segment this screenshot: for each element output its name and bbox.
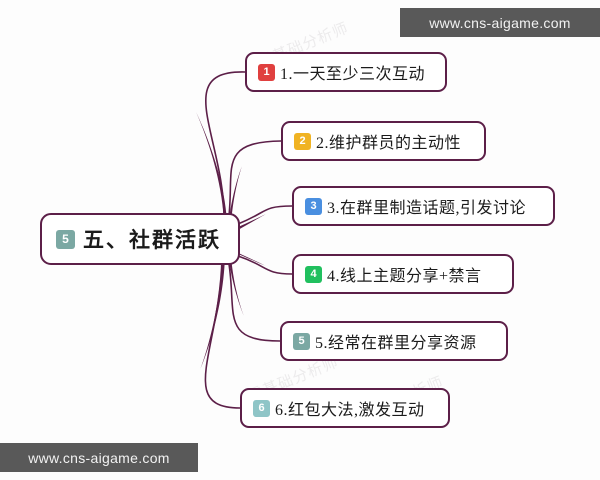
branch-badge-2: 2	[294, 132, 311, 150]
mindmap-branch-node-1[interactable]: 1 1.一天至少三次互动	[245, 52, 447, 92]
branch-label-2: 2.维护群员的主动性	[316, 135, 462, 152]
watermark-banner-bottom-left: www.cns-aigame.com	[0, 443, 198, 472]
mindmap-root-node[interactable]: 5 五、社群活跃	[40, 213, 240, 265]
root-label: 五、社群活跃	[83, 228, 221, 252]
root-badge: 5	[56, 229, 75, 249]
connector-branch-5-taper	[228, 254, 244, 316]
connector-branch-1-taper	[196, 112, 227, 226]
branch-label-1: 1.一天至少三次互动	[280, 66, 426, 83]
branch-label-5: 5.经常在群里分享资源	[315, 335, 477, 352]
branch-badge-1: 1	[258, 63, 275, 81]
mindmap-branch-node-5[interactable]: 5 5.经常在群里分享资源	[280, 321, 508, 361]
watermark-banner-top-right: www.cns-aigame.com	[400, 8, 600, 37]
connector-branch-3	[237, 205, 293, 225]
branch-label-3: 3.在群里制造话题,引发讨论	[327, 200, 527, 217]
mindmap-branch-node-4[interactable]: 4 4.线上主题分享+禁言	[292, 254, 514, 294]
branch-label-4: 4.线上主题分享+禁言	[327, 268, 482, 285]
mindmap-branch-node-2[interactable]: 2 2.维护群员的主动性	[281, 121, 486, 161]
mindmap-branch-node-6[interactable]: 6 6.红包大法,激发互动	[240, 388, 450, 428]
connector-branch-5	[227, 257, 281, 342]
connector-branch-2	[227, 140, 282, 225]
connector-branch-2-taper	[228, 166, 242, 228]
connector-branch-4-taper	[236, 252, 266, 266]
mindmap-branch-node-3[interactable]: 3 3.在群里制造话题,引发讨论	[292, 186, 555, 226]
connector-branch-3-taper	[236, 214, 266, 230]
branch-badge-4: 4	[305, 265, 322, 283]
branch-badge-3: 3	[305, 197, 322, 215]
branch-label-6: 6.红包大法,激发互动	[275, 402, 425, 419]
connector-branch-4	[237, 255, 293, 275]
branch-badge-5: 5	[293, 332, 310, 350]
connector-branch-1	[205, 71, 246, 223]
connector-branch-6-taper	[200, 254, 225, 370]
branch-badge-6: 6	[253, 399, 270, 417]
